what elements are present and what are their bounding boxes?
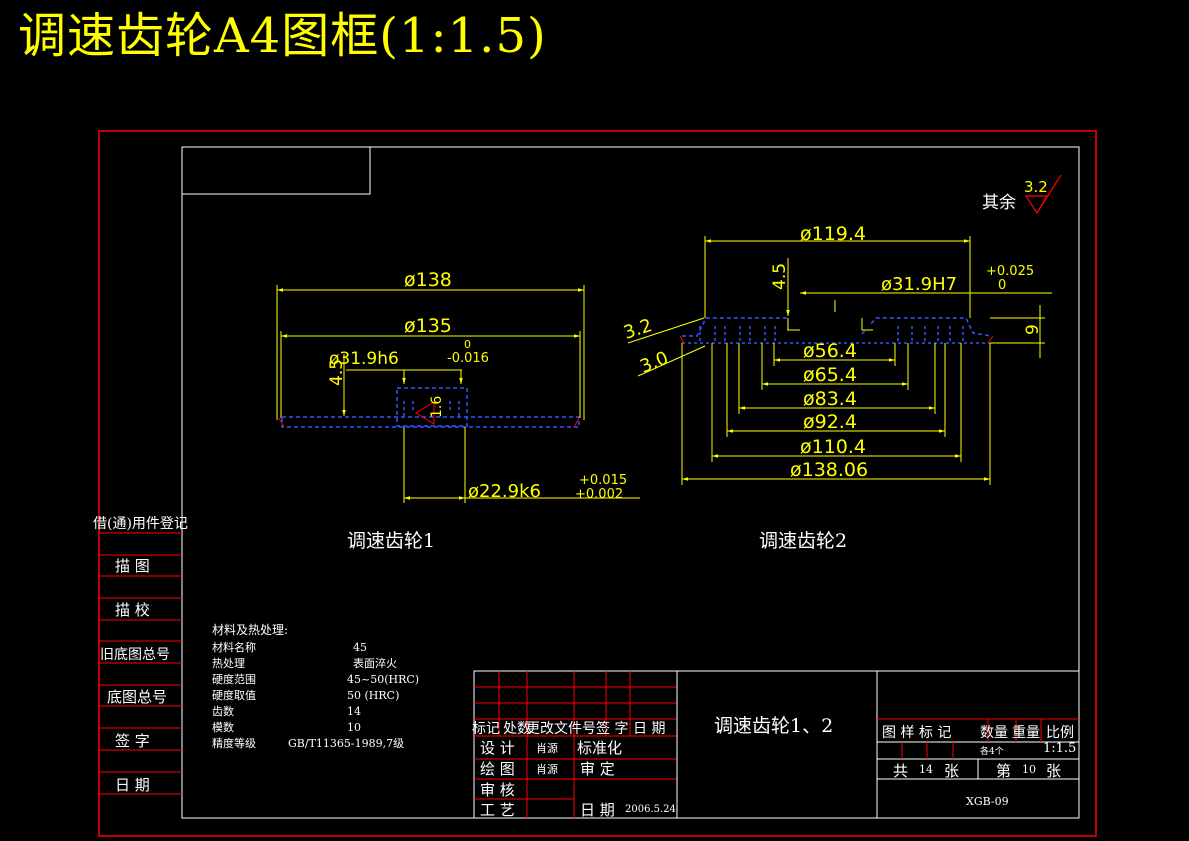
side-label-2: 描 校 — [115, 601, 150, 619]
tb-col-qty: 数量 — [980, 725, 1008, 741]
gear1-dim-138: ø138 — [404, 269, 452, 291]
tb-drawing-name: 调速齿轮1、2 — [714, 715, 833, 737]
gear1-height-45: 4.5 — [327, 359, 347, 386]
gear2-bore-tol-upper: +0.025 — [986, 264, 1034, 279]
mat-key-4: 齿数 — [212, 705, 234, 718]
rev-h-mark: 标记 — [472, 721, 500, 737]
rev-h-date: 日 期 — [633, 721, 665, 737]
mat-key-5: 模数 — [212, 721, 234, 734]
mat-key-3: 硬度取值 — [212, 688, 256, 702]
tb-scale: 1:1.5 — [1043, 741, 1076, 756]
gear2-bore: ø31.9H7 — [881, 274, 957, 295]
roughness-label: 其余 — [982, 193, 1016, 213]
side-label-1: 描 图 — [115, 557, 150, 575]
gear2-dim-13806: ø138.06 — [790, 459, 868, 481]
roughness-value: 3.2 — [1024, 178, 1048, 196]
gear1-bore: ø31.9h6 — [329, 349, 399, 369]
gear2-drawing: ø119.4 4.5 ø31.9H7 +0.025 0 9 3.2 3.0 ø5… — [621, 223, 1052, 552]
tb-designer: 肖源 — [536, 741, 558, 755]
side-label-0: 借(通)用件登记 — [93, 516, 188, 532]
rev-h-change: 更改文件号 — [526, 721, 596, 737]
tb-drawer: 肖源 — [536, 762, 558, 776]
tb-design-label: 设 计 — [480, 739, 515, 757]
gear2-bore-tol-lower: 0 — [998, 278, 1006, 293]
tb-zhang-1: 张 — [944, 762, 959, 780]
gear1-bore-tol-lower: -0.016 — [447, 351, 489, 366]
side-registration-column: 借(通)用件登记 描 图 描 校 旧底图总号 底图总号 签 字 日 期 — [93, 516, 188, 795]
gear2-dim-924: ø92.4 — [803, 411, 857, 433]
mat-key-0: 材料名称 — [212, 640, 256, 654]
gear1-drawing: ø138 ø135 ø31.9h6 0 -0.016 4.5 1.6 ø22.9… — [276, 269, 640, 552]
gear2-dim-834: ø83.4 — [803, 388, 857, 410]
tb-standard-label: 标准化 — [577, 739, 622, 757]
gear2-dim-1104: ø110.4 — [800, 436, 866, 458]
tb-check-label: 审 定 — [580, 760, 615, 778]
materials-notes: 材料及热处理: 材料名称 45 热处理 表面淬火 硬度范围 45~50(HRC)… — [212, 623, 419, 750]
gear1-dim-135: ø135 — [404, 315, 452, 337]
tb-sheet: 10 — [1022, 763, 1036, 776]
outer-border — [98, 130, 1097, 837]
tb-drawing-no: XGB-09 — [966, 795, 1009, 808]
gear1-caption: 调速齿轮1 — [347, 530, 435, 552]
roughness-symbol: 其余 3.2 — [982, 174, 1062, 215]
mat-key-6: 精度等级 — [212, 736, 256, 750]
mat-val-0: 45 — [353, 641, 367, 654]
rev-h-sign: 签 字 — [596, 720, 628, 737]
mat-val-1: 表面淬火 — [353, 656, 397, 670]
mat-key-2: 硬度范围 — [212, 672, 256, 686]
side-label-5: 签 字 — [115, 732, 150, 750]
mat-val-5: 10 — [347, 721, 361, 734]
code-box — [181, 146, 371, 195]
tb-process-label: 工 艺 — [480, 801, 515, 819]
gear2-height-45: 4.5 — [770, 263, 790, 290]
tb-col-mark: 图 样 标 记 — [882, 725, 951, 741]
gear2-dim-654: ø65.4 — [803, 364, 857, 386]
rev-h-count: 处数 — [503, 721, 531, 737]
mat-val-4: 14 — [347, 705, 361, 718]
gear1-hub-tol-upper: +0.015 — [579, 473, 627, 488]
tb-date: 2006.5.24 — [625, 804, 676, 815]
tb-col-weight: 重量 — [1012, 725, 1040, 741]
side-label-4: 底图总号 — [107, 688, 167, 706]
gear2-chamfer-30: 3.0 — [637, 347, 671, 377]
tb-quantity: 各4个 — [980, 745, 1004, 757]
materials-header: 材料及热处理: — [212, 623, 288, 637]
gear2-dim-564: ø56.4 — [803, 340, 857, 362]
gear2-height-9: 9 — [1023, 324, 1043, 335]
drawing-title: 调速齿轮A4图框(1:1.5) — [18, 8, 547, 64]
tb-review-label: 审 核 — [480, 781, 515, 799]
gear1-roughness-16: 1.6 — [429, 396, 445, 418]
tb-draw-label: 绘 图 — [480, 760, 515, 778]
tb-zhang-2: 张 — [1046, 762, 1061, 780]
mat-val-6: GB/T11365-1989,7级 — [288, 737, 404, 750]
gear1-hub: ø22.9k6 — [468, 481, 541, 502]
gear1-bore-tol-upper: 0 — [464, 338, 471, 351]
tb-sheet-label: 第 — [996, 762, 1011, 780]
gear2-chamfer-32: 3.2 — [621, 315, 655, 344]
gear1-hub-tol-lower: +0.002 — [575, 487, 623, 502]
mat-val-3: 50 (HRC) — [347, 689, 399, 702]
tb-col-scale: 比例 — [1046, 725, 1074, 741]
mat-key-1: 热处理 — [212, 657, 245, 670]
title-block: 标记 处数 更改文件号 签 字 日 期 设 计 肖源 标准化 绘 图 肖源 审 … — [472, 670, 1080, 819]
tb-date-label: 日 期 — [580, 801, 615, 819]
side-label-3: 旧底图总号 — [100, 647, 170, 663]
side-label-6: 日 期 — [115, 776, 150, 794]
tb-total-label: 共 — [893, 762, 908, 780]
mat-val-2: 45~50(HRC) — [347, 673, 419, 686]
tb-total: 14 — [919, 763, 933, 776]
gear2-caption: 调速齿轮2 — [759, 530, 847, 552]
gear2-dim-1194: ø119.4 — [800, 223, 866, 245]
